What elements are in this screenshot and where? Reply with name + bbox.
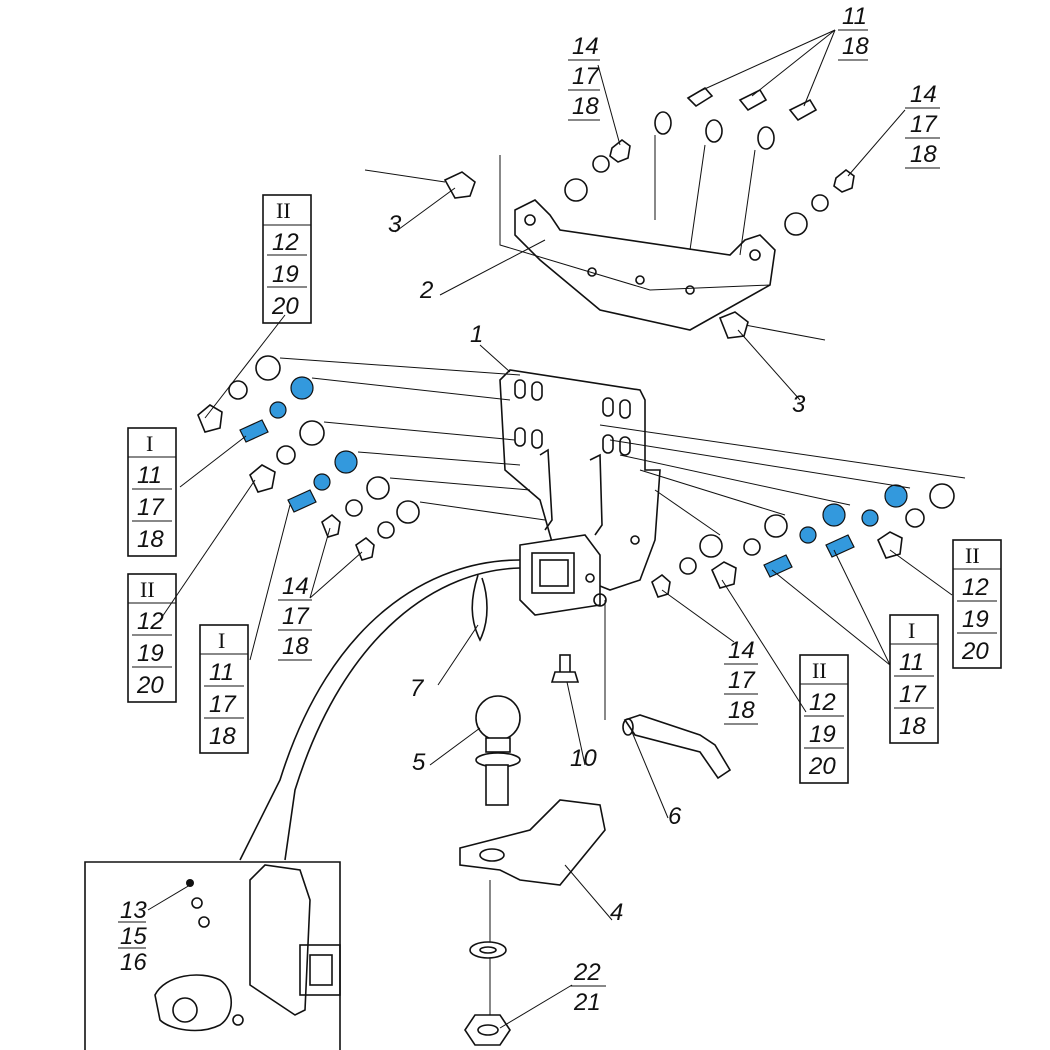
callout-18: 18	[728, 697, 755, 724]
box-value-12: 12	[272, 229, 299, 256]
box-label-I: I	[908, 618, 915, 643]
box-value-20: 20	[136, 672, 164, 699]
box-label-II: II	[812, 658, 827, 683]
box-value-12: 12	[137, 608, 164, 635]
inset-detail	[84, 861, 341, 1050]
callout-13: 13	[120, 897, 147, 924]
callout-17: 17	[572, 63, 600, 90]
box-II-right: II 12 19 20	[952, 539, 1002, 669]
callout-17: 17	[282, 603, 310, 630]
callout-6: 6	[668, 803, 682, 830]
callout-3: 3	[792, 391, 806, 418]
boxed-callouts: II 12 19 20 I 11 17 18 II 12 19 20	[127, 194, 1002, 784]
callout-11: 11	[842, 3, 867, 30]
box-II-top-left: II 12 19 20	[262, 194, 312, 324]
cables	[239, 169, 826, 861]
leader-lines	[147, 29, 953, 1029]
box-value-18: 18	[899, 713, 926, 740]
box-II-left: II 12 19 20	[127, 573, 177, 703]
callout-3: 3	[388, 211, 402, 238]
box-value-19: 19	[809, 721, 836, 748]
box-value-12: 12	[809, 689, 836, 716]
box-I-left: I 11 17 18	[127, 427, 177, 557]
callout-2: 2	[419, 277, 433, 304]
callout-18: 18	[572, 93, 599, 120]
bolt-part-10	[550, 654, 580, 683]
callout-14: 14	[572, 33, 599, 60]
box-label-II: II	[140, 577, 155, 602]
left-fasteners	[197, 355, 546, 561]
box-II-right-mid: II 12 19 20	[799, 654, 849, 784]
box-value-18: 18	[209, 723, 236, 750]
right-fasteners	[599, 424, 966, 598]
callout-labels: 11 18 14 17 18 14 17 18 3 2 3 1 14 17 18…	[118, 3, 940, 1016]
box-I-mid-left: I 11 17 18	[199, 624, 249, 754]
box-value-11: 11	[209, 659, 234, 686]
callout-18: 18	[282, 633, 309, 660]
box-label-I: I	[218, 628, 225, 653]
box-value-19: 19	[272, 261, 299, 288]
callout-4: 4	[610, 899, 623, 926]
main-plate-part-1	[499, 369, 661, 591]
tow-ball-part-5	[475, 695, 521, 806]
box-value-18: 18	[137, 526, 164, 553]
callout-14: 14	[282, 573, 309, 600]
callout-14: 14	[910, 81, 937, 108]
upper-bracket-part-2	[499, 155, 776, 331]
box-value-17: 17	[209, 691, 237, 718]
box-value-19: 19	[137, 640, 164, 667]
receiver-tube	[519, 534, 640, 616]
callout-21: 21	[573, 989, 601, 1016]
box-value-17: 17	[137, 494, 165, 521]
box-I-right: I 11 17 18	[889, 614, 939, 744]
box-value-20: 20	[271, 293, 299, 320]
box-value-12: 12	[962, 574, 989, 601]
callout-5: 5	[412, 749, 426, 776]
callout-7: 7	[410, 675, 425, 702]
box-value-20: 20	[808, 753, 836, 780]
washer-and-nut-parts-21-22	[464, 941, 511, 1046]
callout-18: 18	[842, 33, 869, 60]
upper-fasteners	[443, 86, 855, 339]
box-value-11: 11	[899, 649, 924, 676]
safety-clip-part-7	[471, 574, 488, 642]
callout-14: 14	[728, 637, 755, 664]
callout-18: 18	[910, 141, 937, 168]
box-value-11: 11	[137, 462, 162, 489]
callout-16: 16	[120, 949, 147, 976]
callout-22: 22	[573, 959, 601, 986]
box-label-I: I	[146, 431, 153, 456]
callout-17: 17	[910, 111, 938, 138]
box-label-II: II	[276, 198, 291, 223]
box-value-19: 19	[962, 606, 989, 633]
callout-15: 15	[120, 923, 147, 950]
callout-1: 1	[470, 321, 483, 348]
hitch-pin-part-6	[604, 600, 732, 780]
box-value-20: 20	[961, 638, 989, 665]
callout-17: 17	[728, 667, 756, 694]
box-label-II: II	[965, 543, 980, 568]
callout-10: 10	[570, 745, 597, 772]
box-value-17: 17	[899, 681, 927, 708]
ball-mount-part-4	[459, 799, 606, 1020]
